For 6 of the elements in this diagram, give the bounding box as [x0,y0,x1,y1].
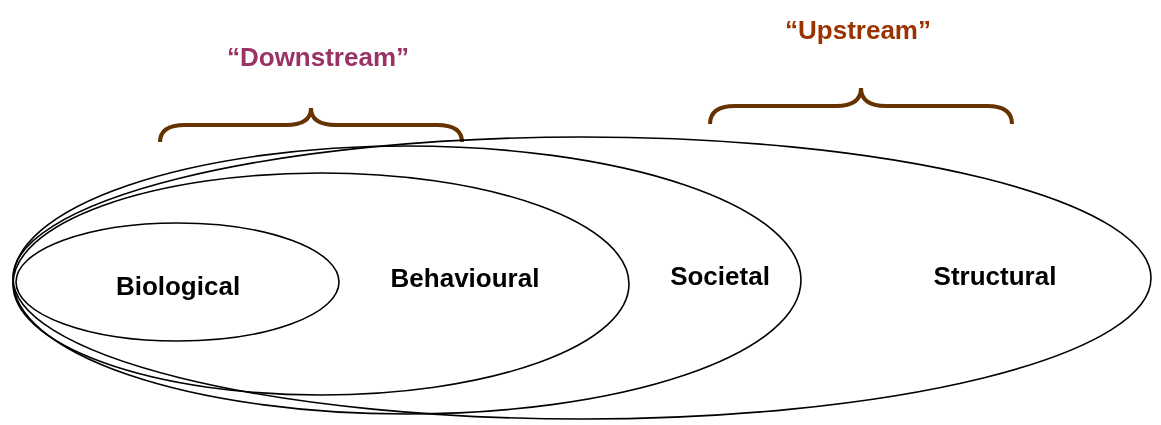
region-label: Behavioural [390,262,540,294]
region-label: Structural [933,260,1057,292]
bracket-caption: “Downstream” [227,41,409,73]
region-label: Societal [670,260,770,292]
region-label: Biological [115,270,241,302]
bracket-caption: “Upstream” [785,14,931,46]
